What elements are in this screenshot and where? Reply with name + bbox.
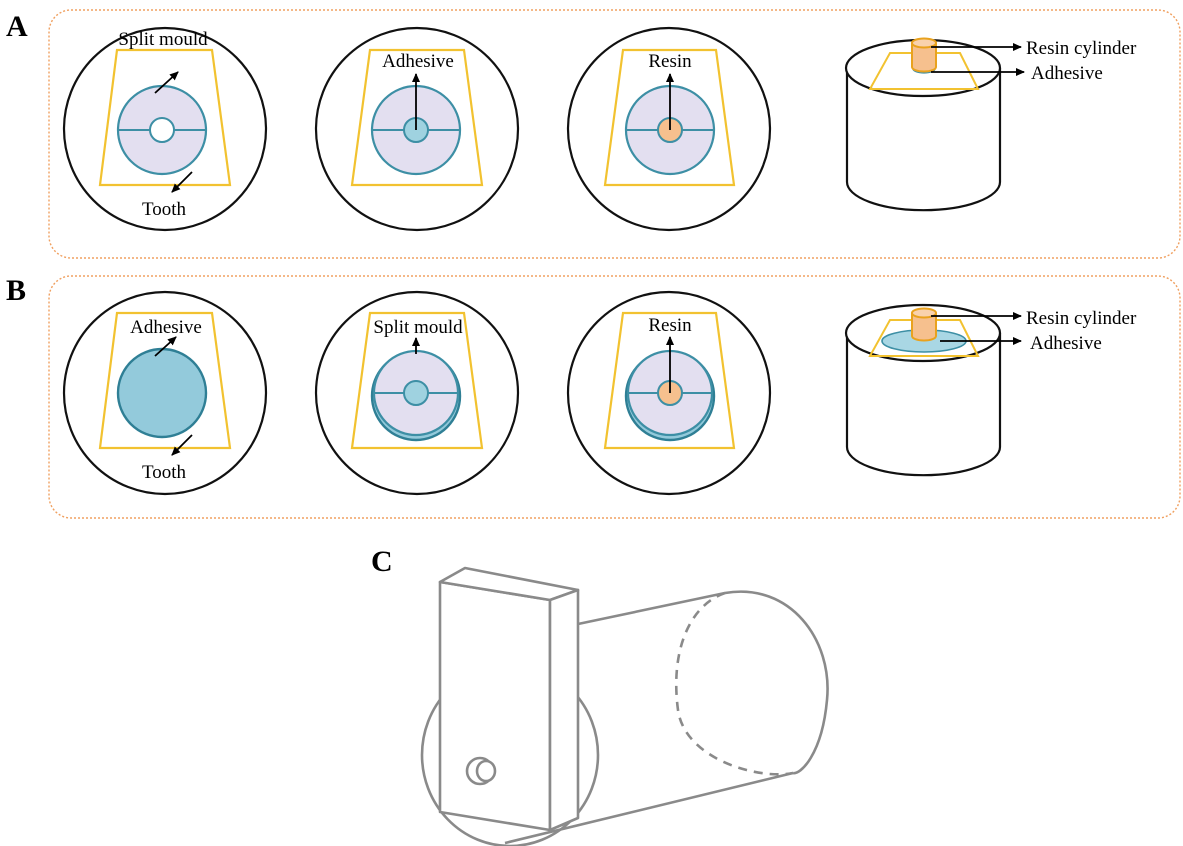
resin-cylinder-body xyxy=(911,313,937,342)
panel-a: A Split mould Tooth Adhesive xyxy=(6,9,1181,259)
label-resin-cylinder: Resin cylinder xyxy=(1026,38,1137,59)
arrow-adhesive xyxy=(154,336,177,357)
panel-a-step2-adhesive: Adhesive xyxy=(314,26,520,232)
arrow-tooth xyxy=(171,171,193,193)
panel-c-letter: C xyxy=(371,545,393,578)
mould-hole xyxy=(149,117,175,143)
panel-a-letter: A xyxy=(6,10,28,43)
view-circle xyxy=(314,290,520,496)
arrow-tooth xyxy=(171,434,193,456)
resin-cylinder-top xyxy=(911,37,937,49)
tooth-outline xyxy=(603,311,736,450)
label-resin: Resin xyxy=(648,315,692,336)
label-adhesive: Adhesive xyxy=(130,317,202,338)
panel-b-step2-split-mould: Split mould xyxy=(314,290,520,496)
panel-b-specimen: Resin cylinder Adhesive xyxy=(844,303,1137,477)
tooth-outline xyxy=(98,311,232,450)
label-tooth: Tooth xyxy=(142,199,187,220)
view-circle xyxy=(566,290,772,496)
specimen-cylinder-body xyxy=(845,333,1002,477)
label-split-mould: Split mould xyxy=(373,317,463,338)
cylinder-top-edge xyxy=(577,591,726,626)
tooth-outline xyxy=(350,311,484,450)
view-circle xyxy=(566,26,772,232)
label-tooth: Tooth xyxy=(142,462,187,483)
panel-b-step3-resin: Resin xyxy=(566,290,772,496)
view-circle xyxy=(62,290,268,496)
panel-c: C xyxy=(371,545,829,846)
tooth-outline xyxy=(98,48,232,187)
label-resin-cylinder: Resin cylinder xyxy=(1026,308,1137,329)
specimen-cylinder-body xyxy=(845,68,1002,212)
tooth-outline xyxy=(350,48,484,187)
resin-cylinder-body xyxy=(911,43,937,73)
label-adhesive: Adhesive xyxy=(382,51,454,72)
panel-a-specimen: Resin cylinder Adhesive xyxy=(844,37,1137,212)
panel-b-border xyxy=(48,275,1181,519)
view-circle xyxy=(314,26,520,232)
panel-b-step1-adhesive: Adhesive Tooth xyxy=(62,290,268,496)
resin-cylinder-top xyxy=(911,307,937,319)
test-apparatus xyxy=(420,566,829,846)
block-side-face xyxy=(548,588,580,832)
panel-b-letter: B xyxy=(6,274,26,307)
label-adhesive-side: Adhesive xyxy=(1030,333,1102,354)
arrow-split-mould xyxy=(154,71,179,94)
mould-hole-adhesive xyxy=(403,380,429,406)
label-resin: Resin xyxy=(648,51,692,72)
label-split-mould: Split mould xyxy=(118,29,208,50)
cylinder-far-end-hidden xyxy=(674,591,794,776)
rod-tip xyxy=(475,759,497,783)
cylinder-far-end-solid xyxy=(724,590,829,775)
cylinder-bottom-edge xyxy=(504,771,794,845)
tooth-outline xyxy=(603,48,736,187)
panel-a-step3-resin: Resin xyxy=(566,26,772,232)
label-adhesive-side: Adhesive xyxy=(1031,63,1103,84)
view-circle xyxy=(62,26,268,232)
block-front-face xyxy=(438,580,552,832)
panel-a-step1-split-mould: Split mould Tooth xyxy=(62,26,268,232)
adhesive-disc xyxy=(116,347,208,439)
panel-b: B Adhesive Tooth Split mould xyxy=(6,274,1181,519)
